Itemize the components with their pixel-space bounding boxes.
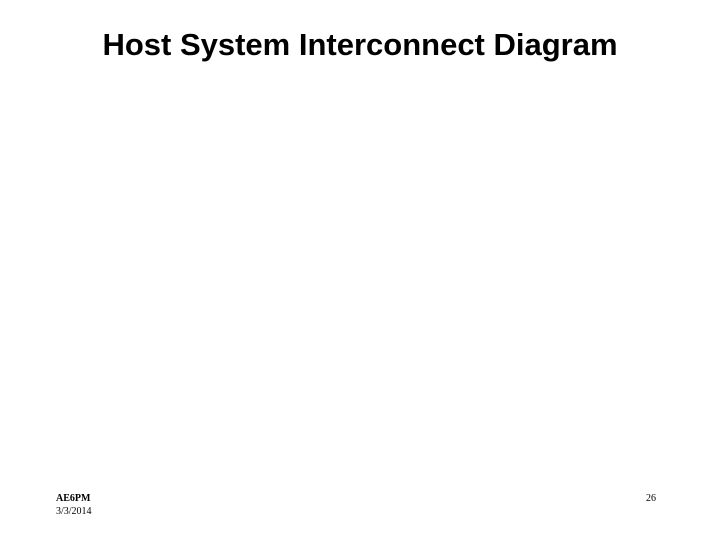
footer-date: 3/3/2014 (56, 506, 92, 517)
slide-content-area (56, 80, 664, 480)
footer-page-number: 26 (646, 493, 656, 504)
footer-author: AE6PM (56, 493, 91, 504)
page-title: Host System Interconnect Diagram (102, 27, 618, 62)
footer-left: AE6PM 3/3/2014 (56, 492, 92, 518)
